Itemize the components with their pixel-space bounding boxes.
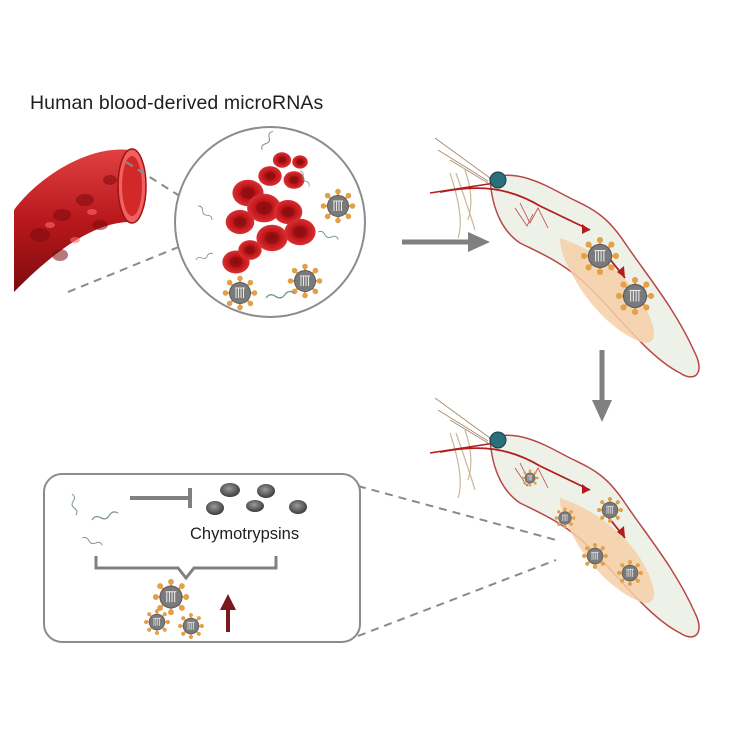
callout-line-top xyxy=(125,161,187,201)
inset-callout-bottom xyxy=(357,559,557,637)
inset-box xyxy=(43,473,361,643)
inhibition-symbol-icon xyxy=(130,488,192,508)
blood-vessel-icon xyxy=(14,148,147,292)
mosquito-icon xyxy=(429,137,700,378)
chymotrypsins-label: Chymotrypsins xyxy=(190,525,300,543)
bracket xyxy=(94,556,278,581)
chymotrypsin-blob-icon xyxy=(206,483,307,515)
arrow-right-icon xyxy=(402,232,490,252)
arrow-down-icon xyxy=(592,350,612,422)
up-arrow-icon xyxy=(220,594,236,632)
blood-circle xyxy=(174,126,366,318)
figure-title: Human blood-derived microRNAs xyxy=(30,92,324,114)
callout-line-bottom xyxy=(67,243,187,293)
inset-callout-top xyxy=(357,485,557,541)
